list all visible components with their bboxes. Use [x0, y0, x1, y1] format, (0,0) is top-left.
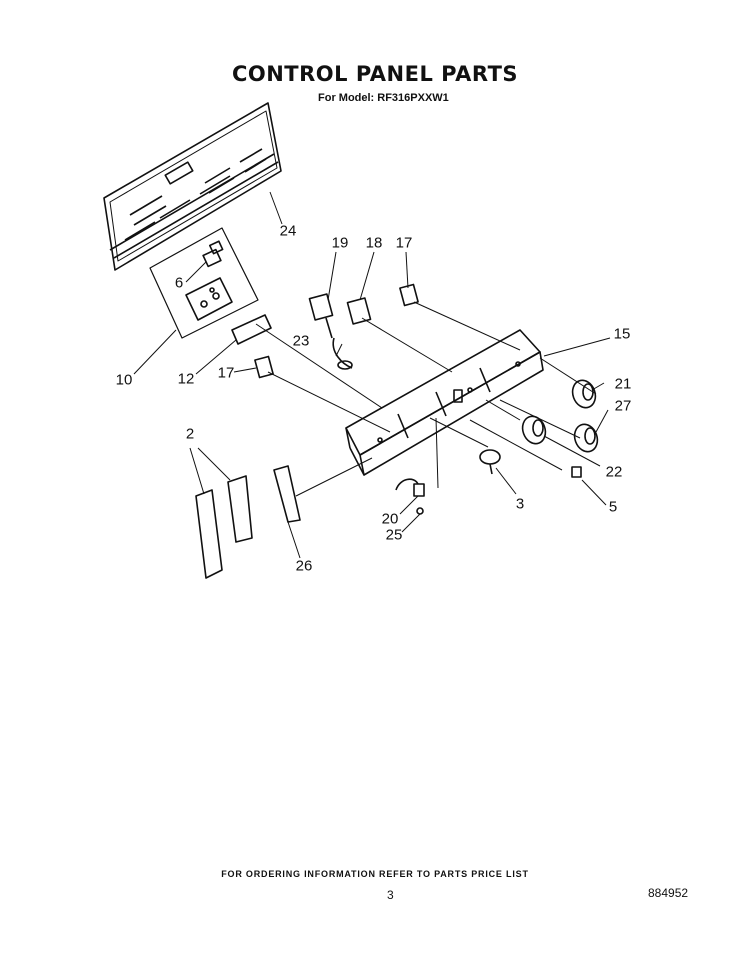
ordering-note: FOR ORDERING INFORMATION REFER TO PARTS …: [221, 869, 529, 879]
lens-12: [231, 314, 272, 345]
callout-10: 10: [115, 371, 133, 389]
callout-26: 26: [295, 557, 313, 575]
knob-3: [479, 449, 501, 475]
callout-19: 19: [331, 234, 349, 252]
callout-5: 5: [608, 498, 618, 516]
indicator-5: [571, 466, 582, 478]
side-trim-2: [195, 475, 253, 579]
callout-17-top: 17: [395, 234, 413, 252]
document-number: 884952: [648, 886, 689, 900]
page-number: 3: [387, 888, 394, 902]
callout-2: 2: [185, 425, 195, 443]
callout-25: 25: [385, 526, 403, 544]
knob-21: [571, 379, 597, 409]
callout-12: 12: [177, 370, 195, 388]
clock-switch-6: [202, 240, 224, 268]
control-panel-15: [345, 329, 544, 476]
knob-22: [521, 415, 547, 445]
callout-27: 27: [614, 397, 632, 415]
callout-21: 21: [614, 375, 632, 393]
callout-23: 23: [292, 332, 310, 350]
end-cap-26: [273, 465, 301, 523]
light-assembly-20: [395, 478, 425, 515]
switch-18: [346, 297, 372, 325]
knob-27: [573, 423, 599, 453]
switch-17-lower: [254, 355, 274, 379]
callout-17-lower: 17: [217, 364, 235, 382]
callout-24: 24: [279, 222, 297, 240]
callout-15: 15: [613, 325, 631, 343]
switch-19: [308, 293, 334, 339]
model-subtitle: For Model: RF316PXXW1: [318, 92, 449, 104]
switch-17-top: [399, 283, 419, 307]
callout-22: 22: [605, 463, 623, 481]
clock-assembly: [185, 277, 233, 321]
callout-18: 18: [365, 234, 383, 252]
bracket-outline-10: [149, 227, 259, 339]
callout-3: 3: [515, 495, 525, 513]
callout-6: 6: [174, 274, 184, 292]
page-title: CONTROL PANEL PARTS: [231, 62, 519, 86]
wire-23: [332, 337, 353, 369]
console-panel-24: [103, 102, 282, 271]
callout-20: 20: [381, 510, 399, 528]
